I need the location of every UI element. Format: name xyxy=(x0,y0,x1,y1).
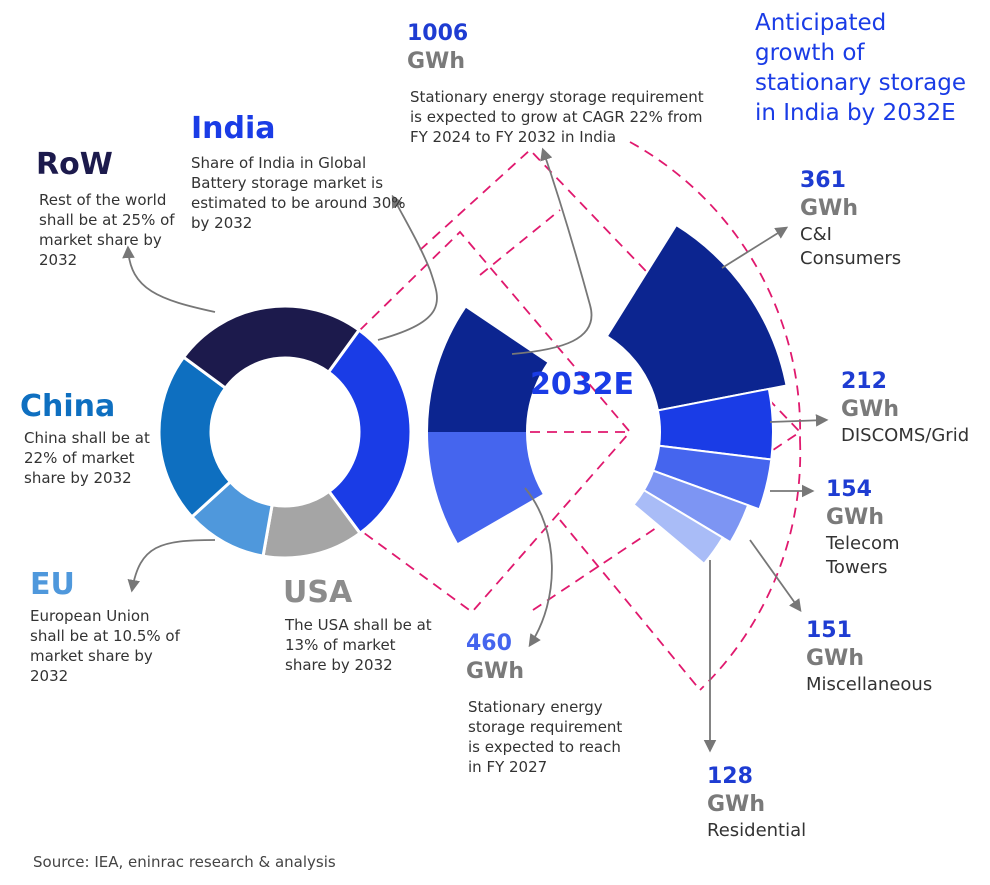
desc-line: Stationary energy xyxy=(468,698,603,716)
misc-unit: GWh xyxy=(806,646,864,671)
callout-arrows xyxy=(122,147,829,753)
ci-unit: GWh xyxy=(800,196,858,221)
desc-line: share by 2032 xyxy=(285,656,393,674)
region-usa-heading: USA xyxy=(283,575,353,610)
pink-dash-6 xyxy=(559,519,701,691)
telecom-callout: 154 GWh Telecom Towers xyxy=(826,476,900,580)
misc-label-line: Miscellaneous xyxy=(806,674,933,695)
donut-slice-india xyxy=(326,327,413,536)
desc-line: is expected to grow at CAGR 22% from xyxy=(410,108,703,126)
desc-line: 22% of market xyxy=(24,449,135,467)
ci-label-line: C&I xyxy=(800,224,832,245)
misc-callout: 151 GWh Miscellaneous xyxy=(806,617,932,697)
desc-line: market share by xyxy=(30,647,153,665)
title-line: in India by 2032E xyxy=(755,100,956,126)
segment-bar-0 xyxy=(605,223,788,412)
total-2027-callout: 460 GWh xyxy=(466,630,524,686)
arrow-total-2032 xyxy=(511,147,593,355)
desc-line: shall be at 25% of xyxy=(39,211,175,229)
desc-line: by 2032 xyxy=(191,214,253,232)
region-eu-heading: EU xyxy=(30,567,75,602)
misc-value: 151 xyxy=(806,618,852,643)
ci-value: 361 xyxy=(800,168,846,193)
global-share-donut xyxy=(157,304,413,560)
desc-line: 2032 xyxy=(39,251,78,269)
region-eu-description: European Union shall be at 10.5% of mark… xyxy=(30,606,180,686)
telecom-unit: GWh xyxy=(826,505,884,530)
desc-line: market share by xyxy=(39,231,162,249)
desc-line: The USA shall be at xyxy=(285,616,432,634)
desc-line: 2032 xyxy=(30,667,69,685)
grid-label-line: DISCOMS/Grid xyxy=(841,425,970,446)
desc-line: in FY 2027 xyxy=(468,758,548,776)
total-2032-description: Stationary energy storage requirement is… xyxy=(410,87,704,147)
radial-bar-2027 xyxy=(428,432,543,543)
desc-line: FY 2024 to FY 2032 in India xyxy=(410,128,617,146)
desc-line: Share of India in Global xyxy=(191,154,367,172)
residential-unit: GWh xyxy=(707,792,765,817)
region-india-description: Share of India in Global Battery storage… xyxy=(191,153,406,233)
grid-callout: 212 GWh DISCOMS/Grid xyxy=(841,368,969,448)
desc-line: China shall be at xyxy=(24,429,150,447)
region-row-heading: RoW xyxy=(36,147,113,182)
pink-dash-5 xyxy=(699,439,802,691)
title-line: Anticipated xyxy=(755,10,887,36)
desc-line: 13% of market xyxy=(285,636,396,654)
telecom-label-line: Towers xyxy=(826,557,888,578)
radial-bar-2032 xyxy=(428,307,548,432)
total-2027-description: Stationary energy storage requirement is… xyxy=(468,697,622,777)
desc-line: Battery storage market is xyxy=(191,174,384,192)
arrow-grid xyxy=(769,414,829,427)
region-india-heading: India xyxy=(191,111,276,146)
telecom-value: 154 xyxy=(826,477,872,502)
year-center-label: 2032E xyxy=(530,367,634,402)
arrow-misc xyxy=(749,539,802,613)
desc-line: Stationary energy storage requirement xyxy=(410,88,704,106)
region-china-heading: China xyxy=(20,389,116,424)
total-2032-callout: 1006 GWh xyxy=(407,20,468,76)
ci-label-line: Consumers xyxy=(800,248,902,269)
pink-dash-0 xyxy=(359,230,632,614)
residential-callout: 128 GWh Residential xyxy=(707,763,806,843)
desc-line: estimated to be around 30% xyxy=(191,194,406,212)
desc-line: share by 2032 xyxy=(24,469,132,487)
arrow-eu xyxy=(127,539,216,593)
arrow-row xyxy=(122,245,216,313)
desc-line: Rest of the world xyxy=(39,191,167,209)
residential-label-line: Residential xyxy=(707,820,807,841)
total-2027-value: 460 xyxy=(466,631,512,656)
chart-title: Anticipated growth of stationary storage… xyxy=(755,8,966,128)
source-note: Source: IEA, eninrac research & analysis xyxy=(33,853,336,871)
segment-bar-4 xyxy=(632,488,725,566)
total-2027-unit: GWh xyxy=(466,659,524,684)
total-2032-value: 1006 xyxy=(407,21,469,46)
region-row-description: Rest of the world shall be at 25% of mar… xyxy=(39,190,175,270)
donut-slice-row xyxy=(181,304,362,391)
desc-line: shall be at 10.5% of xyxy=(30,627,180,645)
desc-line: European Union xyxy=(30,607,150,625)
ci-callout: 361 GWh C&I Consumers xyxy=(800,167,901,271)
growth-radial-bars xyxy=(428,307,548,543)
telecom-label-line: Telecom xyxy=(826,533,900,554)
title-line: stationary storage xyxy=(755,70,966,96)
arrow-india xyxy=(377,194,438,341)
total-2032-unit: GWh xyxy=(407,49,465,74)
region-china-description: China shall be at 22% of market share by… xyxy=(24,428,150,488)
arrow-ci xyxy=(721,226,789,269)
grid-unit: GWh xyxy=(841,397,899,422)
residential-value: 128 xyxy=(707,764,753,789)
segment-breakdown-bars xyxy=(605,223,788,566)
desc-line: is expected to reach xyxy=(468,738,621,756)
arrow-total-2027 xyxy=(524,487,553,648)
grid-value: 212 xyxy=(841,369,887,394)
desc-line: storage requirement xyxy=(468,718,623,736)
title-line: growth of xyxy=(755,40,865,66)
region-usa-description: The USA shall be at 13% of market share … xyxy=(285,615,432,675)
pink-dash-4 xyxy=(629,141,801,441)
pink-dash-3 xyxy=(479,209,561,276)
